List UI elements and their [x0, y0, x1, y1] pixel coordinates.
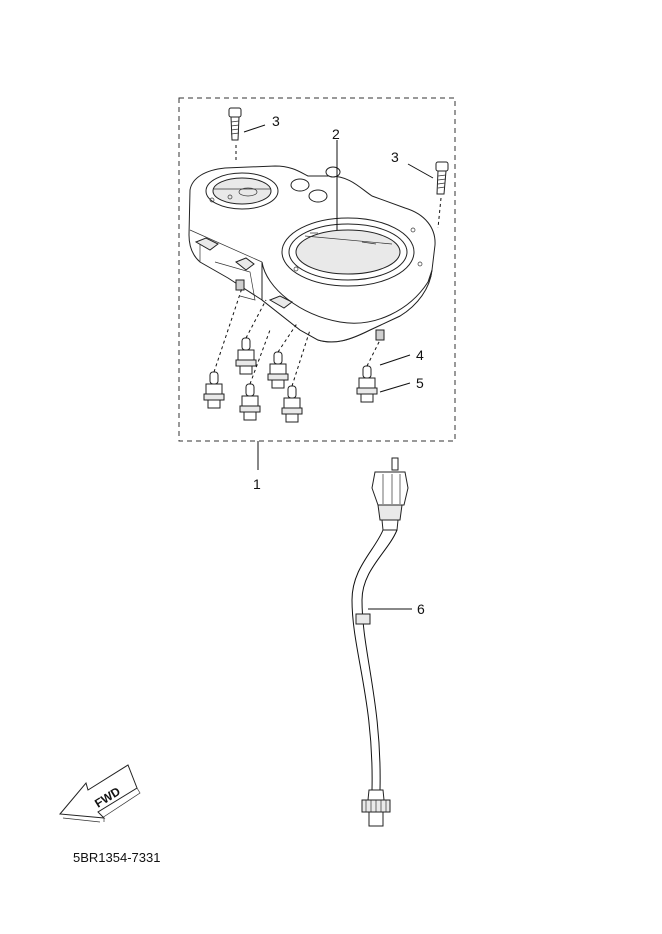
part-code: 5BR1354-7331	[73, 850, 160, 865]
callout-3-left: 3	[272, 113, 280, 129]
callout-3-right: 3	[391, 149, 399, 165]
meter-assembly	[188, 165, 436, 343]
callout-6: 6	[417, 601, 425, 617]
callout-2: 2	[332, 126, 340, 142]
bulb-sockets	[203, 337, 378, 423]
fwd-arrow-icon: FWD	[59, 764, 141, 823]
callout-4: 4	[416, 347, 424, 363]
callout-5: 5	[416, 375, 424, 391]
callout-1: 1	[253, 476, 261, 492]
screw-right	[435, 161, 449, 195]
speedometer-cable	[351, 457, 409, 827]
screw-left	[228, 107, 242, 141]
assembly-boundary	[178, 97, 456, 442]
